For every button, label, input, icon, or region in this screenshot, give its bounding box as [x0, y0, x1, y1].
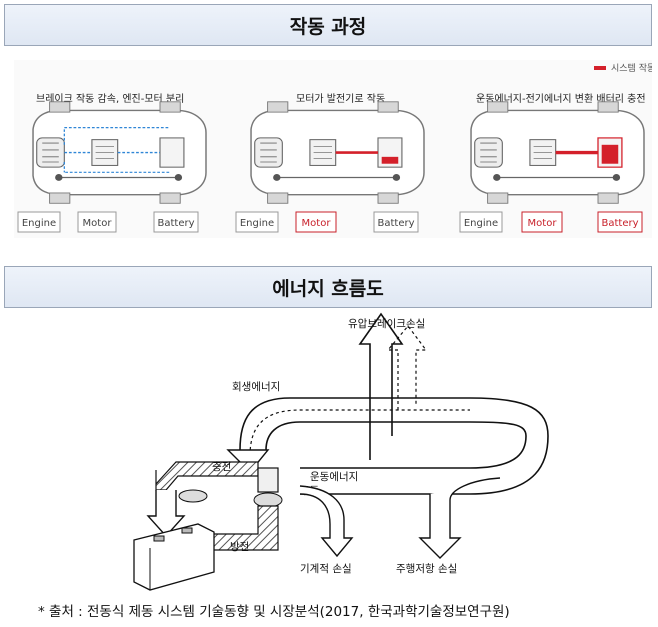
kinetic-energy-label: 운동에너지: [310, 471, 358, 483]
regen-arrow-head: [226, 449, 270, 474]
panel-2-caption: 모터가 발전기로 작동: [296, 93, 385, 105]
panel-2-battery-label: Battery: [377, 218, 414, 229]
kinetic-band-outer: [239, 397, 549, 495]
legend-swatch: [594, 66, 606, 70]
hydraulic-loss-arrow: [358, 312, 404, 460]
section-title-process-text: 작동 과정: [289, 15, 367, 38]
mechanical-loss-arrow: [299, 485, 354, 558]
charge-label: 충전: [212, 461, 231, 473]
panel-1-car: [32, 101, 207, 205]
disc-icon: [178, 489, 208, 503]
charge-band: [155, 461, 259, 491]
running-loss-arrow: [418, 477, 501, 559]
hydraulic-loss-dashed-arrow: [386, 325, 428, 410]
operation-panel: 시스템 작동 브레이크 작동 감속, 엔진-모터 분리 Engine Motor…: [14, 60, 655, 238]
kinetic-band-inner: [265, 421, 527, 469]
panel-2-motor-label: Motor: [302, 218, 332, 229]
section-title-flow: 에너지 흐름도: [4, 266, 652, 308]
panel-3-motor-label: Motor: [528, 218, 558, 229]
legend-label: 시스템 작동: [611, 62, 652, 74]
regen-dashed-path: [249, 409, 470, 457]
discharge-label: 방전: [230, 541, 249, 553]
energy-flow-diagram: 유압브레이크손실 회생에너지 운동에너지 충전 방전 구동 기계적 손실 주행저…: [133, 312, 549, 591]
panel-1-battery-label: Battery: [157, 218, 194, 229]
panel-1-engine-label: Engine: [22, 218, 56, 229]
motor-icon: [257, 467, 279, 493]
mechanical-loss-label: 기계적 손실: [300, 563, 352, 575]
source-footnote: * 출처 : 전동식 제동 시스템 기술동향 및 시장분석(2017, 한국과학…: [38, 604, 510, 620]
panel-2-car: [250, 101, 425, 205]
panel-3-car: [470, 101, 645, 205]
panel-3-battery-label: Battery: [601, 218, 638, 229]
panel-2-engine-label: Engine: [240, 218, 274, 229]
panel-1-caption: 브레이크 작동 감속, 엔진-모터 분리: [36, 93, 184, 105]
operation-diagram: 시스템 작동 브레이크 작동 감속, 엔진-모터 분리 Engine Motor…: [17, 62, 655, 233]
battery-icon: [133, 523, 215, 591]
motor-base-icon: [253, 492, 283, 508]
section-title-flow-text: 에너지 흐름도: [272, 277, 384, 300]
panel-3-engine-label: Engine: [464, 218, 498, 229]
panel-1-motor-label: Motor: [83, 218, 113, 229]
running-loss-label: 주행저항 손실: [396, 563, 457, 575]
regen-energy-label: 회생에너지: [232, 381, 280, 393]
section-title-process: 작동 과정: [4, 4, 652, 46]
hydraulic-loss-label: 유압브레이크손실: [348, 317, 425, 330]
